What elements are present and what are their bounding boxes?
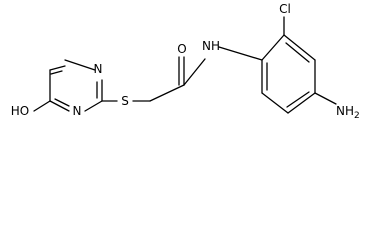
hydroxyl-label: HO: [11, 104, 29, 118]
pyrimidine-ring: [49, 59, 103, 112]
amide-nh-label: NH: [202, 39, 220, 53]
bond-ar-4-5-inner: [286, 91, 310, 108]
bond-ar-5-6: [261, 92, 289, 114]
bond-n3-c2: [84, 100, 103, 112]
bond-c6-c5: [49, 65, 66, 71]
bond-c4-oh: [33, 100, 51, 112]
bond-c4-n3-inner: [54, 98, 70, 107]
bond-ar-2-3: [283, 34, 316, 61]
benzene-ring: [261, 34, 316, 114]
bond-c4-n3: [49, 100, 70, 112]
chemical-structure: N N HO S O NH Cl NH2: [11, 2, 360, 121]
ring-n-top-label: N: [94, 62, 103, 76]
ring-n-bottom-label: N: [73, 104, 82, 118]
bond-ar-nh2: [314, 92, 337, 105]
bond-ch2-carbonyl: [149, 84, 185, 102]
chloro-label: Cl: [279, 2, 291, 16]
carbonyl-oxygen-label: O: [177, 42, 186, 56]
amino-label: NH2: [336, 104, 360, 121]
amino-text: NH: [336, 104, 354, 118]
amino-subscript: 2: [354, 111, 360, 121]
bond-carbonyl-nh: [183, 58, 206, 86]
bond-ar-1-2: [261, 34, 285, 61]
bond-c6-c5-inner: [50, 70, 63, 75]
bond-ar-4-5: [287, 92, 316, 114]
bond-n1-c6: [64, 59, 96, 71]
bond-ar-2-3-inner: [285, 42, 310, 63]
bond-nh-aryl: [218, 46, 263, 61]
sulfur-label: S: [121, 94, 129, 108]
